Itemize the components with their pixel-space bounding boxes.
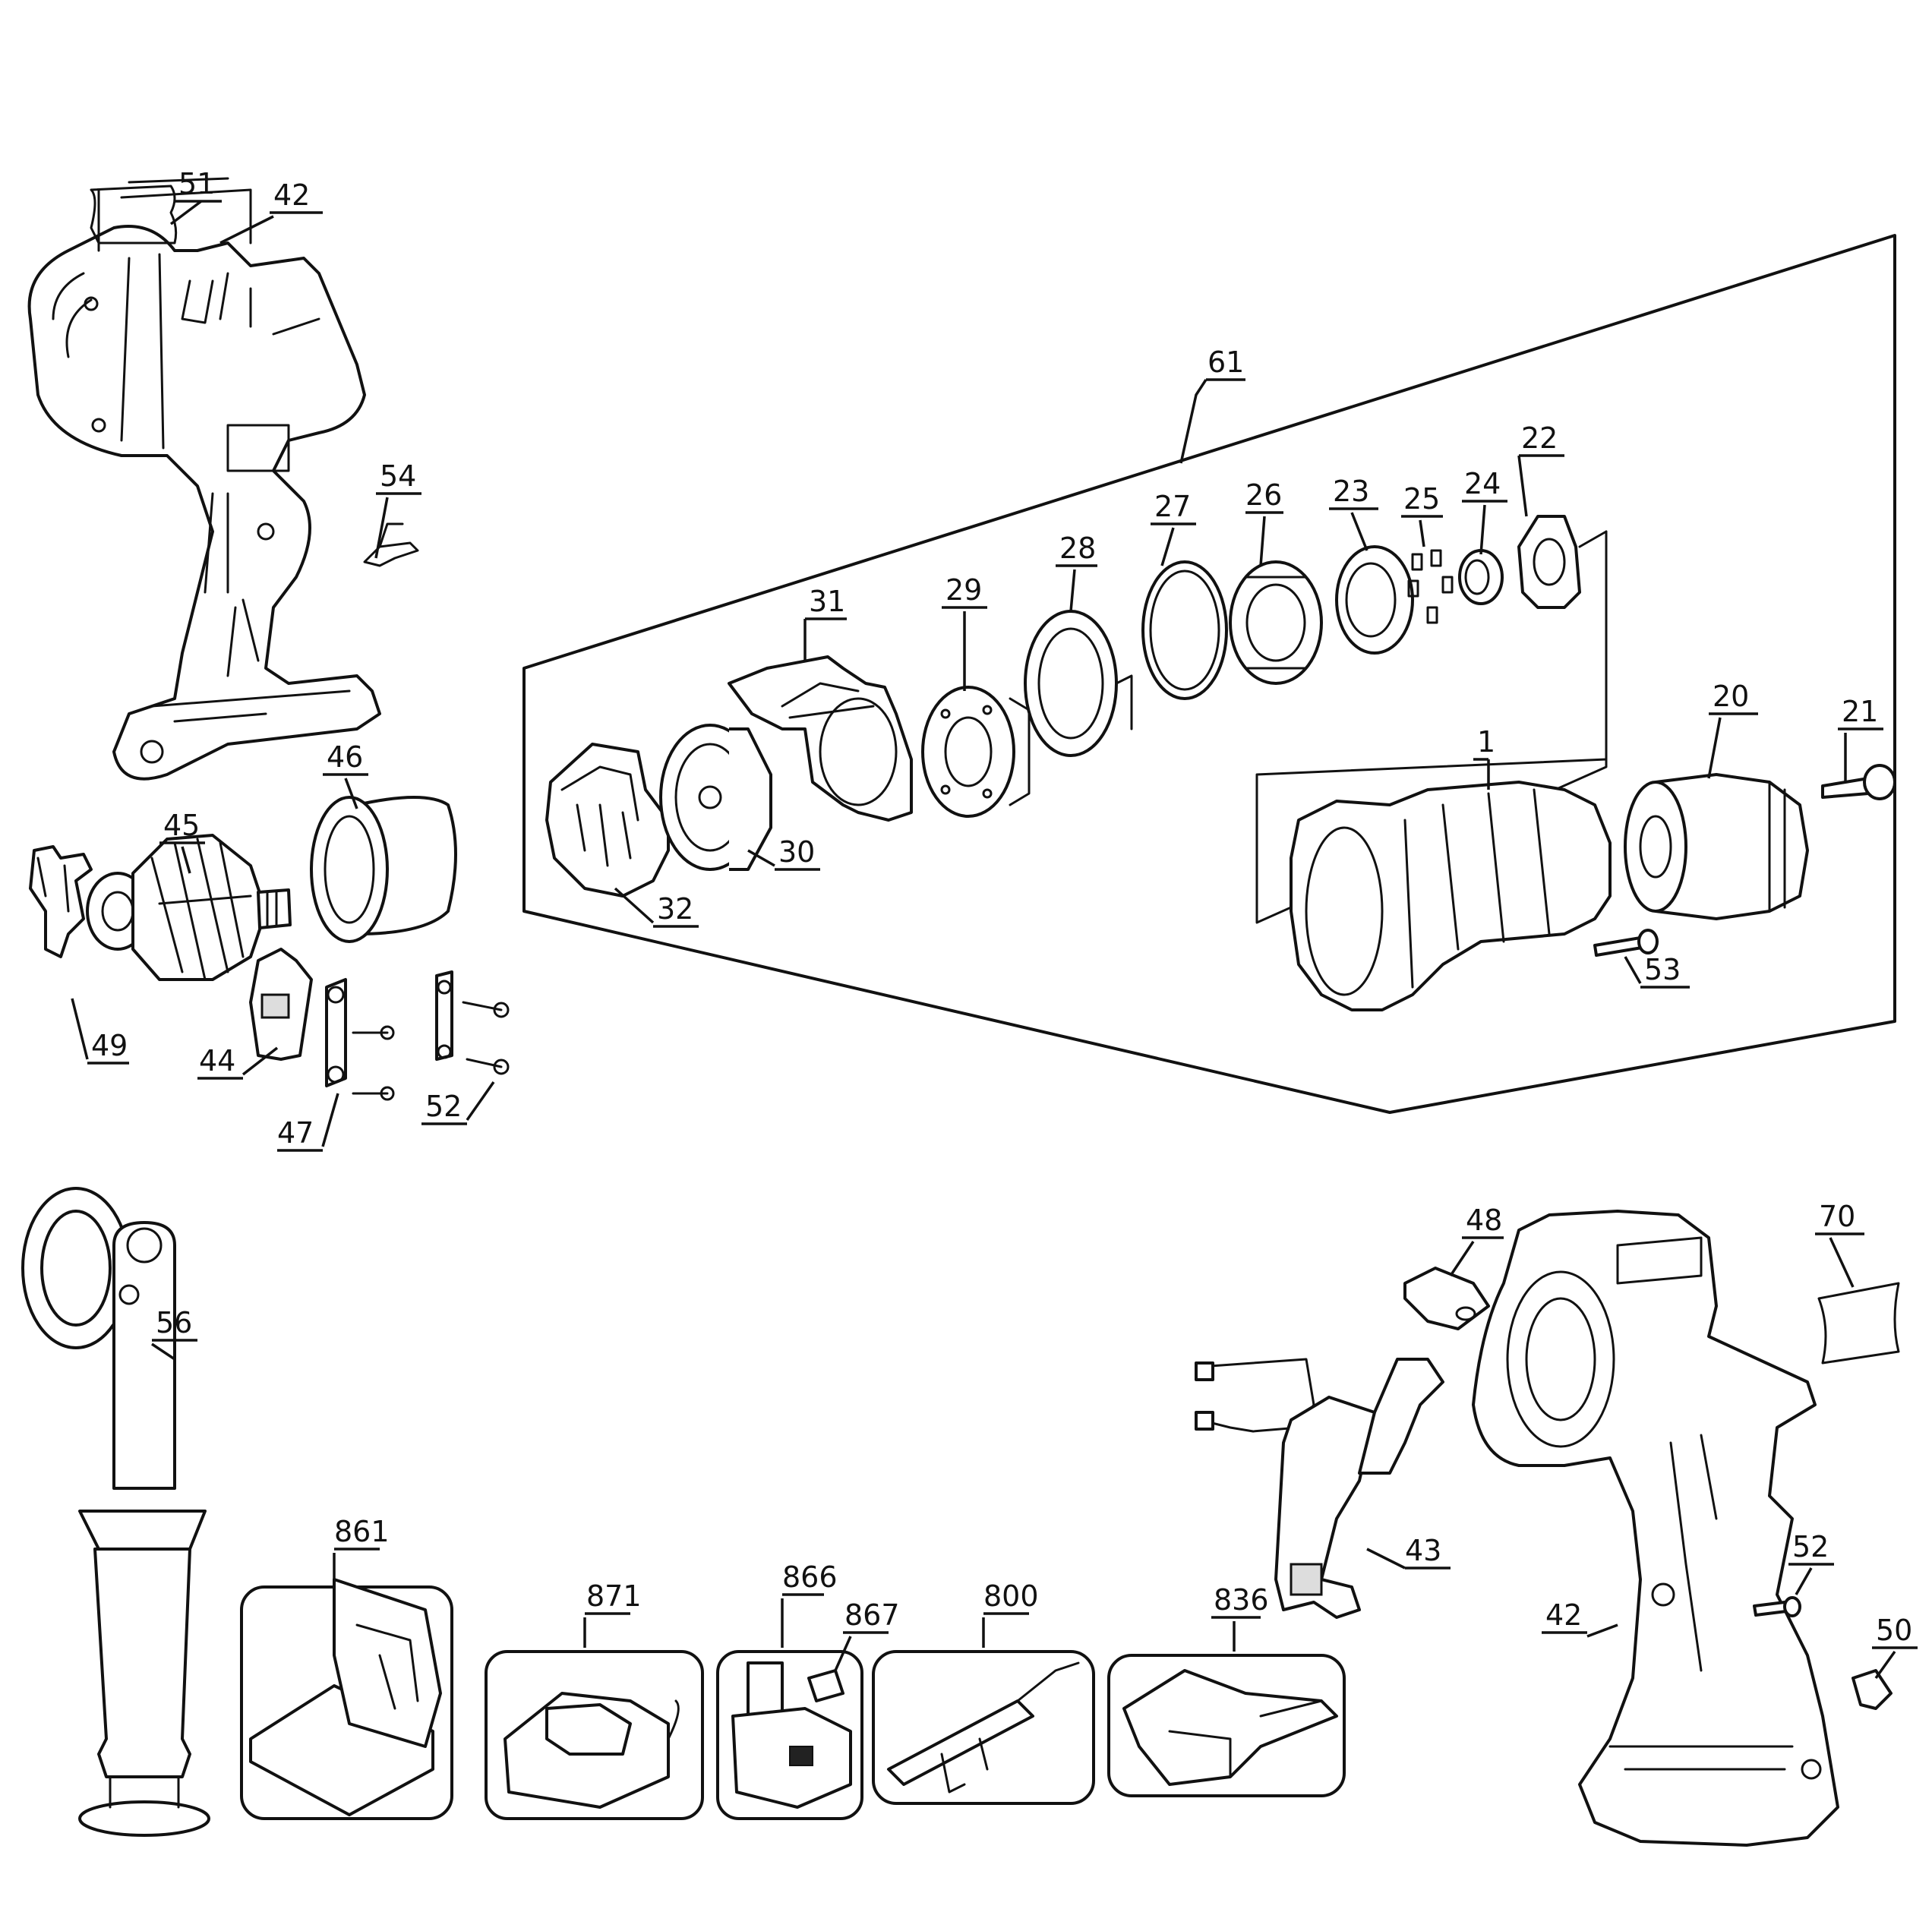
kit-871-charger [485, 1650, 704, 1820]
label-20: 20 [1713, 680, 1749, 713]
motor-parts [29, 796, 510, 1101]
label-29: 29 [945, 573, 982, 607]
part-1-gear-housing [1290, 781, 1612, 1011]
label-61: 61 [1208, 345, 1244, 379]
label-866: 866 [782, 1560, 838, 1594]
part-29-plate [921, 686, 1031, 818]
part-31-shift-ring [728, 655, 913, 822]
part-30-gear [659, 724, 772, 871]
part-28-ring-gear [1024, 610, 1133, 757]
kit-861-case [240, 1578, 453, 1820]
side-handle-56 [21, 1187, 210, 1837]
label-871: 871 [586, 1579, 642, 1613]
label-25: 25 [1403, 482, 1440, 516]
label-22: 22 [1521, 421, 1558, 455]
label-30: 30 [778, 835, 815, 869]
label-24: 24 [1464, 467, 1501, 500]
part-27-o-ring [1141, 560, 1228, 700]
label-32: 32 [657, 892, 693, 926]
label-31: 31 [809, 585, 845, 618]
label-43: 43 [1405, 1534, 1441, 1567]
label-836: 836 [1214, 1583, 1269, 1617]
label-800: 800 [983, 1579, 1039, 1613]
label-49: 49 [91, 1029, 128, 1062]
label-52-left: 52 [425, 1090, 462, 1123]
label-tag-70 [1817, 1282, 1900, 1365]
label-46: 46 [327, 740, 363, 774]
switch-43 [1195, 1358, 1444, 1619]
label-23: 23 [1333, 475, 1369, 508]
part-23-clutch-ring [1335, 545, 1414, 655]
label-27: 27 [1154, 490, 1191, 523]
clip-50 [1852, 1669, 1893, 1710]
housing-half-left [27, 177, 381, 781]
label-1: 1 [1477, 725, 1495, 759]
label-47: 47 [277, 1116, 314, 1150]
clip-54 [363, 522, 419, 567]
screw-52b [1753, 1596, 1801, 1617]
label-28: 28 [1059, 532, 1096, 565]
label-54: 54 [380, 459, 416, 493]
label-45: 45 [163, 809, 200, 842]
label-56: 56 [156, 1306, 192, 1339]
gearbox-inner-bracket [1255, 530, 1608, 924]
label-21: 21 [1842, 695, 1878, 728]
part-26-carrier [1229, 560, 1323, 685]
label-70: 70 [1819, 1200, 1855, 1233]
gearbox-assembly-outline [522, 234, 1896, 1114]
label-44: 44 [199, 1044, 235, 1077]
label-26: 26 [1245, 478, 1282, 512]
label-42-top: 42 [273, 178, 310, 212]
kit-867-part [807, 1669, 844, 1702]
label-861: 861 [334, 1515, 390, 1548]
part-labels: 51 42 54 61 45 46 49 44 47 52 32 30 31 2… [91, 167, 1912, 1647]
label-52-right: 52 [1792, 1530, 1829, 1563]
part-24-spindle-lock [1458, 549, 1504, 605]
label-tag-51 [90, 185, 178, 245]
housing-half-right [1472, 1210, 1839, 1847]
part-32-cap [545, 743, 670, 898]
label-48: 48 [1466, 1204, 1502, 1237]
part-25-pins [1407, 549, 1454, 624]
label-42-bottom: 42 [1545, 1598, 1582, 1632]
kit-836-box [1107, 1654, 1346, 1797]
clip-48 [1403, 1267, 1490, 1330]
kit-800-tool [872, 1650, 1095, 1805]
leader-lines [71, 200, 1918, 1680]
label-53: 53 [1644, 953, 1681, 986]
part-22-washer [1517, 515, 1581, 609]
label-867: 867 [844, 1598, 900, 1632]
part-20-chuck [1624, 773, 1809, 920]
label-51: 51 [178, 167, 215, 200]
kit-866-battery [716, 1650, 863, 1820]
part-21-screw [1821, 764, 1896, 800]
label-50: 50 [1876, 1614, 1912, 1647]
part-53-screw [1593, 929, 1659, 957]
